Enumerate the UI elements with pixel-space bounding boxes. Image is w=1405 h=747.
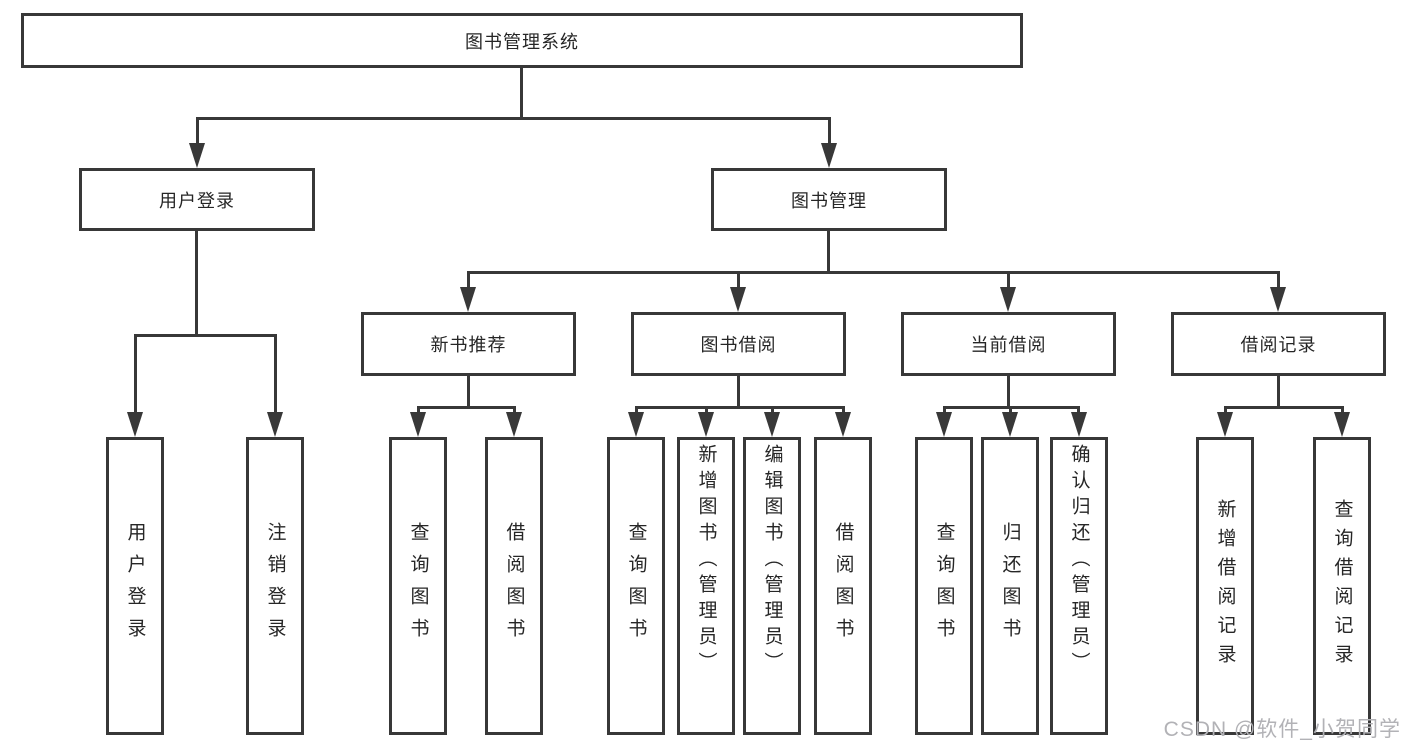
node-label: 注销登录 <box>264 522 286 650</box>
arrow-down-icon <box>1002 412 1018 437</box>
connector-line <box>1277 376 1280 409</box>
arrow-down-icon <box>267 412 283 437</box>
node-label: 借阅图书 <box>503 522 525 650</box>
node-book-management: 图书管理 <box>711 168 947 231</box>
connector-line <box>771 406 774 415</box>
csdn-watermark: CSDN @软件_小贺同学 <box>1163 718 1401 741</box>
connector-line <box>635 406 638 415</box>
connector-line <box>134 334 277 337</box>
node-label: 当前借阅 <box>970 335 1047 355</box>
connector-line <box>417 406 420 415</box>
connector-line <box>1007 271 1010 289</box>
connector-line <box>705 406 708 415</box>
connector-line <box>1077 406 1080 415</box>
leaf-query-books: 查询图书 <box>915 437 973 735</box>
connector-line <box>467 271 470 289</box>
connector-line <box>417 406 515 409</box>
connector-line <box>513 406 516 415</box>
leaf-logout: 注销登录 <box>246 437 304 735</box>
connector-line <box>737 376 740 409</box>
node-label: 归还图书 <box>999 522 1021 650</box>
connector-line <box>1009 406 1012 415</box>
node-user-login: 用户登录 <box>79 168 315 231</box>
leaf-edit-books-admin: 编辑图书（管理员） <box>743 437 801 735</box>
arrow-down-icon <box>1000 287 1016 312</box>
arrow-down-icon <box>936 412 952 437</box>
connector-line <box>195 231 198 337</box>
node-borrowing-records: 借阅记录 <box>1171 312 1386 376</box>
connector-line <box>196 117 831 120</box>
connector-line <box>842 406 845 415</box>
arrow-down-icon <box>764 412 780 437</box>
connector-line <box>828 117 831 149</box>
arrow-down-icon <box>1071 412 1087 437</box>
node-label: 借阅记录 <box>1240 335 1317 355</box>
node-book-borrowing: 图书借阅 <box>631 312 846 376</box>
node-label: 新增借阅记录 <box>1214 499 1236 673</box>
connector-line <box>737 271 740 289</box>
connector-line <box>943 406 946 415</box>
arrow-down-icon <box>189 143 205 168</box>
leaf-query-books: 查询图书 <box>607 437 665 735</box>
node-label: 新增图书（管理员） <box>695 444 717 678</box>
node-label: 图书管理 <box>791 190 867 211</box>
leaf-user-login: 用户登录 <box>106 437 164 735</box>
leaf-confirm-return-admin: 确认归还（管理员） <box>1050 437 1108 735</box>
connector-line <box>827 231 830 274</box>
leaf-borrow-books: 借阅图书 <box>485 437 543 735</box>
connector-line <box>1007 376 1010 409</box>
leaf-borrow-books: 借阅图书 <box>814 437 872 735</box>
leaf-query-books: 查询图书 <box>389 437 447 735</box>
node-current-borrowing: 当前借阅 <box>901 312 1116 376</box>
node-label: 确认归还（管理员） <box>1068 444 1090 678</box>
arrow-down-icon <box>1270 287 1286 312</box>
connector-line <box>635 406 844 409</box>
node-label: 新书推荐 <box>430 335 507 355</box>
connector-line <box>1277 271 1280 289</box>
node-label: 查询图书 <box>407 522 429 650</box>
node-label: 查询图书 <box>625 522 647 650</box>
leaf-query-borrow-record: 查询借阅记录 <box>1313 437 1371 735</box>
connector-line <box>274 334 277 414</box>
arrow-down-icon <box>460 287 476 312</box>
node-label: 借阅图书 <box>832 522 854 650</box>
leaf-add-books-admin: 新增图书（管理员） <box>677 437 735 735</box>
arrow-down-icon <box>821 143 837 168</box>
connector-line <box>467 271 1280 274</box>
connector-line <box>1224 406 1343 409</box>
leaf-add-borrow-record: 新增借阅记录 <box>1196 437 1254 735</box>
arrow-down-icon <box>506 412 522 437</box>
arrow-down-icon <box>698 412 714 437</box>
node-label: 用户登录 <box>159 190 235 211</box>
arrow-down-icon <box>835 412 851 437</box>
connector-line <box>134 334 137 414</box>
node-label: 图书管理系统 <box>465 31 579 52</box>
node-label: 用户登录 <box>124 522 146 650</box>
connector-line <box>1224 406 1227 415</box>
connector-line <box>520 68 523 120</box>
arrow-down-icon <box>1334 412 1350 437</box>
node-label: 图书借阅 <box>700 335 777 355</box>
node-new-book-recommendation: 新书推荐 <box>361 312 576 376</box>
connector-line <box>467 376 470 409</box>
arrow-down-icon <box>127 412 143 437</box>
arrow-down-icon <box>628 412 644 437</box>
arrow-down-icon <box>410 412 426 437</box>
connector-line <box>1341 406 1344 415</box>
arrow-down-icon <box>1217 412 1233 437</box>
node-book-management-system: 图书管理系统 <box>21 13 1023 68</box>
leaf-return-books: 归还图书 <box>981 437 1039 735</box>
node-label: 查询借阅记录 <box>1331 499 1353 673</box>
connector-line <box>196 117 199 149</box>
node-label: 编辑图书（管理员） <box>761 444 783 678</box>
arrow-down-icon <box>730 287 746 312</box>
node-label: 查询图书 <box>933 522 955 650</box>
